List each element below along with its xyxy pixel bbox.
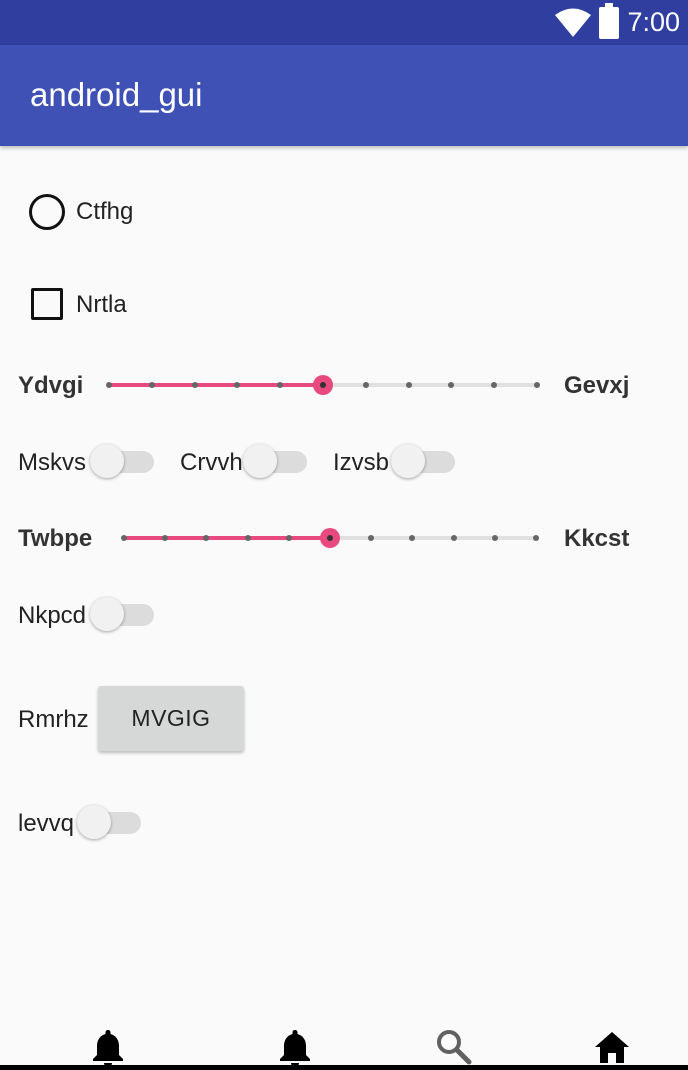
slider-tick xyxy=(491,535,498,541)
slider-tick xyxy=(244,535,251,541)
slider-tick xyxy=(450,535,457,541)
slider-tick xyxy=(285,535,292,541)
home-icon[interactable] xyxy=(592,1027,632,1067)
slider-tick xyxy=(234,382,241,388)
status-bar: 7:00 xyxy=(0,0,688,45)
slider-tick xyxy=(368,535,375,541)
bell-icon[interactable] xyxy=(88,1027,128,1067)
slider-thumb[interactable] xyxy=(313,375,333,395)
switch-thumb xyxy=(243,444,277,478)
navigation-bar-edge xyxy=(0,1065,688,1070)
discrete-slider-1[interactable] xyxy=(106,370,540,400)
switch-izvsb[interactable] xyxy=(391,443,457,479)
switch-thumb xyxy=(90,444,124,478)
slider-tick xyxy=(533,535,539,541)
status-icons: 7:00 xyxy=(555,0,680,45)
slider-tick xyxy=(277,382,284,388)
switch-izvsb-label: Izvsb xyxy=(333,449,390,476)
app-bar: android_gui xyxy=(0,45,688,146)
search-icon[interactable] xyxy=(434,1027,474,1067)
slider1-right-label: Gevxj xyxy=(564,372,630,399)
wifi-icon xyxy=(555,8,592,37)
slider-tick xyxy=(191,382,198,388)
mvgig-button[interactable]: MVGIG xyxy=(98,686,244,751)
slider-tick xyxy=(148,382,155,388)
slider-tick xyxy=(534,382,540,388)
slider-tick xyxy=(203,535,210,541)
slider-thumb[interactable] xyxy=(320,528,340,548)
slider-tick xyxy=(448,382,455,388)
switch-nkpcd-label: Nkpcd xyxy=(18,602,87,629)
slider-tick xyxy=(362,382,369,388)
slider-tick xyxy=(409,535,416,541)
switch-thumb xyxy=(391,444,425,478)
slider-tick xyxy=(162,535,169,541)
switch-crvvh-label: Crvvh xyxy=(180,449,243,476)
slider2-left-label: Twbpe xyxy=(18,525,93,552)
switch-nkpcd[interactable] xyxy=(90,596,156,632)
slider-tick xyxy=(405,382,412,388)
slider2-right-label: Kkcst xyxy=(564,525,630,552)
slider-tick xyxy=(121,535,127,541)
discrete-slider-2[interactable] xyxy=(121,523,539,553)
switch-thumb xyxy=(90,597,124,631)
switch-crvvh[interactable] xyxy=(243,443,309,479)
button-row-label: Rmrhz xyxy=(18,706,89,733)
switch-levvq-label: levvq xyxy=(18,810,75,837)
battery-icon xyxy=(599,2,620,39)
bottom-navigation xyxy=(0,1015,688,1067)
switch-mskvs-label: Mskvs xyxy=(18,449,86,476)
slider1-left-label: Ydvgi xyxy=(18,372,84,399)
checkbox-label: Nrtla xyxy=(76,291,127,318)
switch-levvq[interactable] xyxy=(77,804,143,840)
app-title: android_gui xyxy=(30,76,203,113)
slider-tick xyxy=(106,382,112,388)
slider-fill xyxy=(124,536,330,540)
radio-label: Ctfhg xyxy=(76,198,134,225)
switch-thumb xyxy=(77,805,111,839)
switch-mskvs[interactable] xyxy=(90,443,156,479)
checkbox[interactable] xyxy=(31,288,63,320)
bell-icon[interactable] xyxy=(275,1027,315,1067)
slider-tick xyxy=(491,382,498,388)
status-time: 7:00 xyxy=(627,7,680,37)
radio-button[interactable] xyxy=(29,194,65,230)
slider-fill xyxy=(109,383,323,387)
